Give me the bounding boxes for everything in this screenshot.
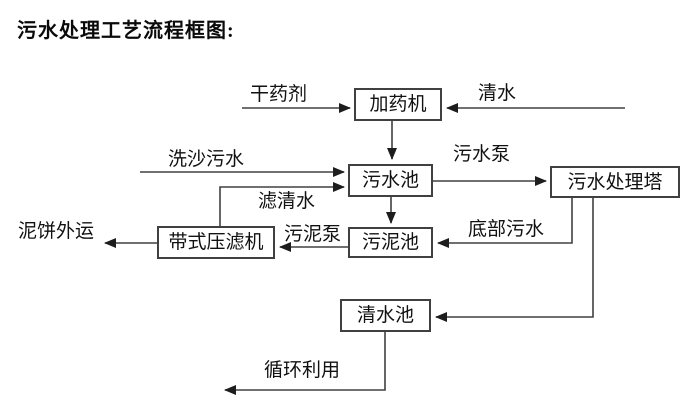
arrow-filtered-water-press-to-sewage-pool: [219, 182, 345, 226]
arrow-bottom-sewage-tower-to-sludge-pool: [437, 198, 573, 248]
edge-label-clean-water: 清水: [478, 83, 517, 104]
edge-label-recycling: 循环利用: [264, 360, 341, 381]
node-dosing-machine: 加药机: [354, 88, 442, 121]
node-sewage-treatment-tower: 污水处理塔: [550, 166, 680, 198]
arrow-clean-water-pool-to-recycling: [224, 332, 386, 395]
edge-label-filtered-water: 滤清水: [258, 191, 316, 212]
node-sludge-pool: 污泥池: [348, 227, 433, 258]
edge-label-sewage-pump: 污水泵: [453, 144, 511, 165]
node-belt-filter-press: 带式压滤机: [157, 226, 275, 259]
edge-label-dry-agent: 干药剂: [250, 84, 308, 105]
edge-label-sludge-pump: 污泥泵: [284, 224, 342, 245]
edge-label-sand-washing-sewage: 洗沙污水: [168, 149, 245, 170]
node-sewage-pool: 污水池: [348, 164, 433, 197]
node-clean-water-pool: 清水池: [340, 299, 431, 332]
arrow-tower-to-clean-water-pool: [435, 198, 594, 322]
edge-label-bottom-sewage: 底部污水: [468, 219, 545, 240]
edge-label-mud-cake-out: 泥饼外运: [18, 221, 95, 242]
page-title: 污水处理工艺流程框图:: [17, 20, 235, 42]
